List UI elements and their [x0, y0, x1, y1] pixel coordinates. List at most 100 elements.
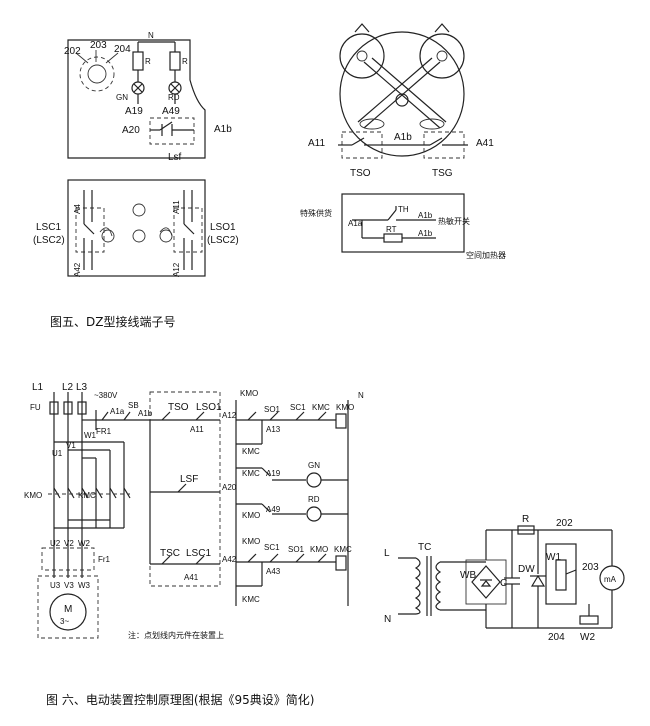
label-a42: A42 — [222, 555, 237, 564]
label-a1b-rt: A1b — [418, 229, 433, 238]
figure6-caption: 图 六、电动装置控制原理图(根据《95典设》简化) — [46, 693, 314, 707]
label-lsc2-right: (LSC2) — [207, 235, 239, 246]
label-a19: A19 — [125, 106, 143, 117]
device-switches: TSO LSO1 A11 A12 LSF A20 TSC LSC1 A41 A4… — [128, 391, 237, 640]
label-203: 203 — [582, 562, 599, 573]
label-kmc-coil: KMC — [334, 545, 352, 554]
label-kmc-1: KMC — [312, 403, 330, 412]
label-special-supply: 特殊供货 — [300, 208, 332, 218]
label-tsg: TSG — [432, 168, 453, 179]
limit-switch-mechanism: A11 A1b A41 TSO TSG — [308, 23, 494, 179]
label-a12: A12 — [172, 262, 181, 277]
heater-box: 特殊供货 A1a TH A1b 热敏开关 RT A1b 空间加热器 — [300, 193, 506, 260]
label-u3: U3 — [50, 581, 61, 590]
terminal-block-top: 202 203 204 N R R GN RD A19 A49 A20 A1b … — [64, 31, 232, 163]
label-motor-3ph: 3~ — [60, 617, 69, 626]
label-lsc1: LSC1 — [36, 222, 61, 233]
label-380v: ~380V — [94, 391, 118, 400]
label-w2: W2 — [78, 539, 91, 548]
label-tso: TSO — [168, 402, 189, 413]
figure5-caption: 图五、DZ型接线端子号 — [50, 314, 175, 329]
label-kmc-4: KMC — [242, 595, 260, 604]
label-kmo-4: KMO — [310, 545, 328, 554]
label-rd: RD — [308, 495, 320, 504]
label-ma: mA — [604, 575, 617, 584]
label-l: L — [384, 548, 390, 559]
label-a20: A20 — [222, 483, 237, 492]
label-thermo-switch: 热敏开关 — [438, 216, 470, 226]
signal-converter: L N TC WB C DW R W1 202 203 204 W2 mA — [384, 514, 625, 643]
label-c: C — [500, 578, 507, 589]
label-fu: FU — [30, 403, 41, 412]
label-kmc-2: KMC — [242, 447, 260, 456]
label-w1: W1 — [546, 552, 561, 563]
label-202: 202 — [64, 46, 81, 57]
label-l1: L1 — [32, 382, 44, 393]
label-rt: RT — [386, 225, 397, 234]
power-circuit: L1 L2 L3 ~380V FU FR1 A1a SB A1b W1 V1 U… — [24, 382, 153, 639]
label-kmo-3: KMO — [242, 537, 260, 546]
label-v2: V2 — [64, 539, 74, 548]
label-203: 203 — [90, 40, 107, 51]
label-kmo-1: KMO — [240, 389, 258, 398]
label-u2: U2 — [50, 539, 61, 548]
label-kmo: KMO — [24, 491, 42, 500]
label-w2: W2 — [580, 632, 595, 643]
label-a42: A42 — [73, 262, 82, 277]
label-u1: U1 — [52, 449, 63, 458]
label-kmo-coil: KMO — [336, 403, 354, 412]
label-gn: GN — [308, 461, 320, 470]
terminal-block-bottom: A4 A42 A11 A12 LSC1 (LSC2) LSO1 (LSC2) — [33, 179, 239, 277]
label-w1: W1 — [84, 431, 97, 440]
label-a1a: A1a — [110, 407, 125, 416]
label-202: 202 — [556, 518, 573, 529]
label-a1b-th: A1b — [418, 211, 433, 220]
label-w3: W3 — [78, 581, 91, 590]
label-space-heater: 空间加热器 — [466, 250, 506, 260]
label-dw: DW — [518, 564, 535, 575]
label-a12: A12 — [222, 411, 237, 420]
label-lsf: Lsf — [168, 152, 182, 163]
label-v3: V3 — [64, 581, 74, 590]
label-fr1: FR1 — [96, 427, 112, 436]
label-204: 204 — [548, 632, 565, 643]
label-a41: A41 — [184, 573, 199, 582]
label-lso1: LSO1 — [210, 222, 236, 233]
label-sc1: SC1 — [290, 403, 306, 412]
label-kmc-3: KMC — [242, 469, 260, 478]
label-v1: V1 — [66, 441, 76, 450]
label-sb: SB — [128, 401, 139, 410]
label-a43: A43 — [266, 567, 281, 576]
label-a11: A11 — [172, 200, 181, 214]
label-th: TH — [398, 205, 409, 214]
label-l3: L3 — [76, 382, 88, 393]
label-so1: SO1 — [264, 405, 281, 414]
label-tc: TC — [418, 542, 431, 553]
label-a19: A19 — [266, 469, 281, 478]
label-r: R — [522, 514, 529, 525]
label-gn: GN — [116, 93, 128, 102]
label-a1a: A1a — [348, 219, 363, 228]
label-a49: A49 — [266, 505, 281, 514]
label-lsc2: (LSC2) — [33, 235, 65, 246]
label-a41: A41 — [476, 138, 494, 149]
label-motor: M — [64, 604, 72, 615]
label-lsc1: LSC1 — [186, 548, 211, 559]
label-l2: L2 — [62, 382, 74, 393]
label-lsf: LSF — [180, 474, 198, 485]
label-fr1-block: Fr1 — [98, 555, 111, 564]
label-n: N — [148, 31, 154, 40]
label-a1b: A1b — [214, 124, 232, 135]
label-so1-b: SO1 — [288, 545, 305, 554]
label-tso: TSO — [350, 168, 371, 179]
label-a1b: A1b — [138, 409, 153, 418]
control-ladder: KMO SO1 A13 SC1 KMC KMO N KMC KMC A19 GN… — [235, 389, 364, 606]
label-n: N — [358, 391, 364, 400]
label-n: N — [384, 614, 391, 625]
label-wb: WB — [460, 570, 476, 581]
dotted-line-note: 注：点划线内元件在装置上 — [128, 630, 224, 640]
label-r2: R — [182, 57, 188, 66]
label-a13: A13 — [266, 425, 281, 434]
